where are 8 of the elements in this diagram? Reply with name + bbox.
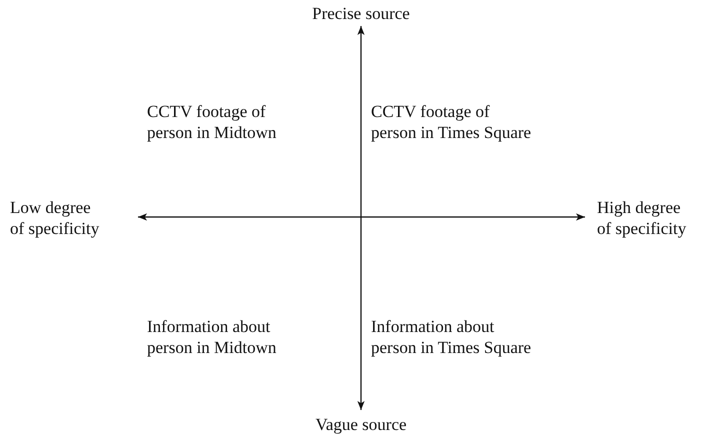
axis-label: Precise source	[312, 3, 410, 24]
quadrant-label: Information about person in Midtown	[147, 316, 276, 358]
axis-label: High degree of specificity	[597, 197, 686, 239]
axis-label: Low degree of specificity	[10, 197, 100, 239]
quadrant-label: CCTV footage of person in Midtown	[147, 101, 276, 143]
quadrant-label: CCTV footage of person in Times Square	[371, 101, 532, 143]
axis-label: Vague source	[315, 414, 407, 435]
quadrant-label: Information about person in Times Square	[371, 316, 532, 358]
